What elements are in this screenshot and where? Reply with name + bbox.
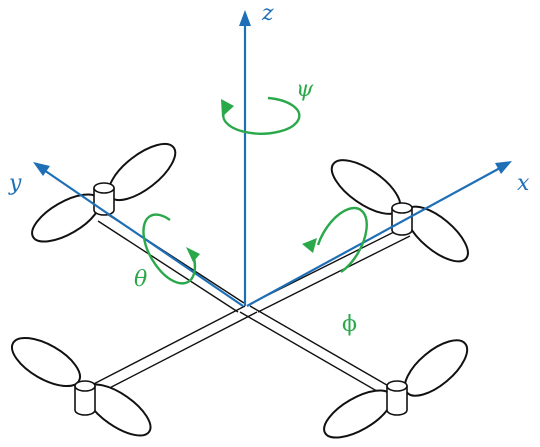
- x-axis-label: x: [517, 171, 530, 196]
- propeller-lower-right: [323, 339, 469, 439]
- propeller-upper-left: [31, 142, 177, 243]
- z-axis-label: z: [261, 1, 274, 26]
- propeller-lower-left: [11, 336, 152, 437]
- pitch-rotation-arrow: [142, 213, 200, 285]
- lower-right-arm: [239, 305, 393, 395]
- roll-rotation-arrow: [302, 206, 368, 273]
- propeller-upper-right: [330, 159, 469, 263]
- pitch-label: θ: [134, 267, 147, 292]
- yaw-rotation-arrow: [221, 96, 301, 135]
- z-axis: [239, 10, 251, 306]
- y-axis-label: y: [8, 171, 22, 196]
- lower-left-arm: [81, 305, 258, 397]
- yaw-label: ψ: [296, 77, 314, 102]
- upper-right-arm: [251, 225, 411, 313]
- x-axis: [246, 161, 512, 307]
- roll-label: ϕ: [342, 312, 357, 337]
- upper-left-arm: [97, 211, 245, 313]
